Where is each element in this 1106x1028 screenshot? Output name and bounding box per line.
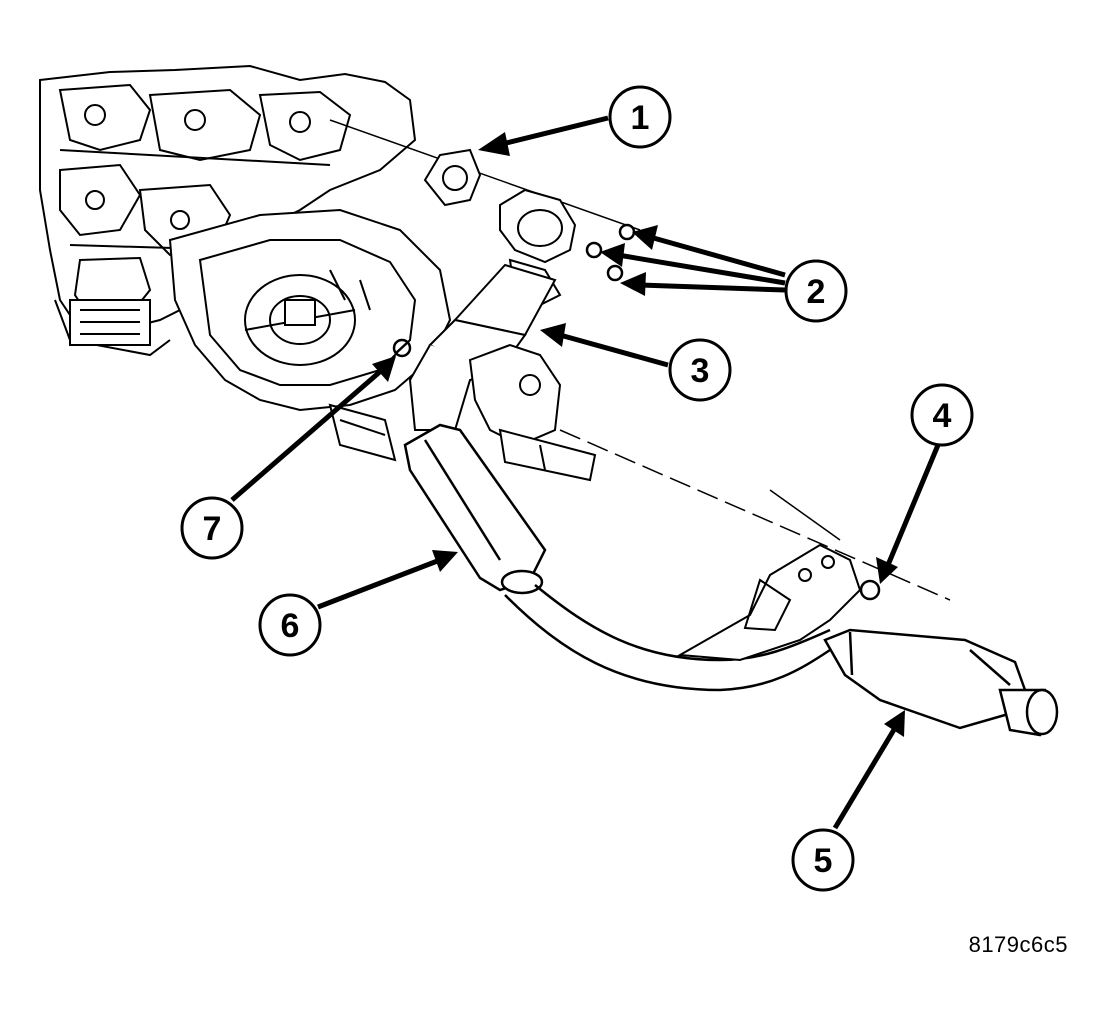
callout-7: 7 <box>180 496 244 560</box>
chassis-reference-lines <box>329 119 951 601</box>
manifold-gasket <box>423 148 482 207</box>
callout-5: 5 <box>791 828 855 892</box>
hanger-bolt <box>859 579 881 601</box>
callout-3: 3 <box>668 338 732 402</box>
support-stud <box>392 338 412 358</box>
intermediate-pipe <box>504 584 831 692</box>
hanger-bracket <box>676 543 862 662</box>
leader-arrows <box>230 115 941 830</box>
figure-code: 8179c6c5 <box>968 932 1068 957</box>
callout-1: 1 <box>608 85 672 149</box>
svg-text:6: 6 <box>281 607 300 645</box>
transmission-housing <box>168 208 452 462</box>
callout-4: 4 <box>910 383 974 447</box>
catalytic-converter <box>403 423 547 595</box>
svg-text:1: 1 <box>631 99 650 137</box>
svg-text:3: 3 <box>691 352 710 390</box>
callout-6: 6 <box>258 593 322 657</box>
svg-text:4: 4 <box>933 397 952 435</box>
engine-assembly <box>39 64 417 357</box>
svg-text:7: 7 <box>203 510 222 548</box>
svg-text:5: 5 <box>814 842 833 880</box>
svg-text:2: 2 <box>807 273 826 311</box>
callout-2: 2 <box>784 259 848 323</box>
muffler <box>823 628 1059 737</box>
transmission-mount <box>468 343 597 482</box>
